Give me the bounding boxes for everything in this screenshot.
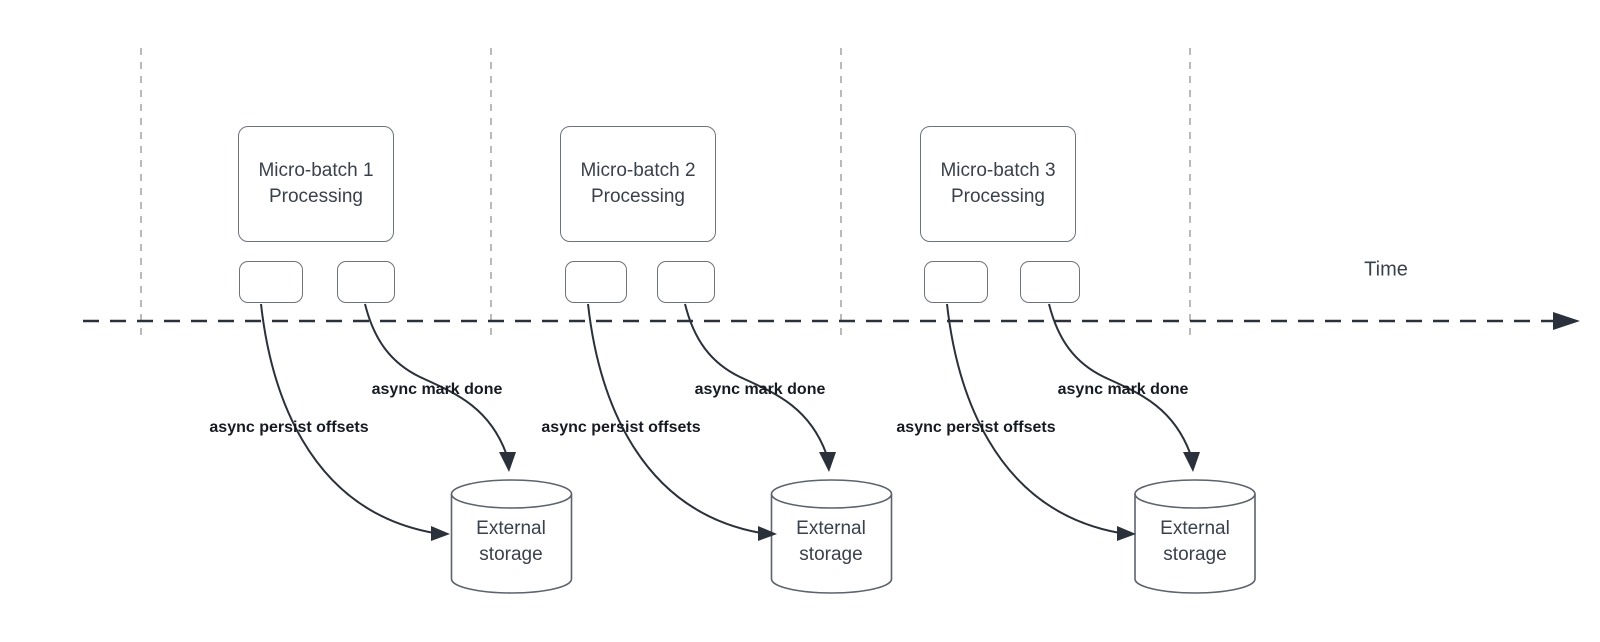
micro-batch-1-processing-node: Micro-batch 1 Processing <box>238 126 394 242</box>
time-axis-label: Time <box>1364 258 1408 281</box>
batch-2-done-source-box <box>657 261 715 303</box>
batch-3-storage-line1: External <box>1160 518 1230 539</box>
time-axis <box>83 312 1580 330</box>
persist-connector-1 <box>260 303 450 541</box>
batch-3-storage-label: External storage <box>1160 516 1230 568</box>
micro-batch-2-title-line2: Processing <box>590 186 685 207</box>
lane-dividers <box>140 48 1191 336</box>
done-arrowhead-icon <box>819 452 836 472</box>
done-connector-2 <box>684 303 836 472</box>
batch-2-persist-source-box <box>565 261 627 303</box>
micro-batch-2-processing-node: Micro-batch 2 Processing <box>560 126 716 242</box>
batch-2-persist-label: async persist offsets <box>541 419 701 436</box>
storage-cylinder-2 <box>770 479 893 594</box>
done-arrowhead-icon <box>499 452 516 472</box>
batch-3-done-source-box <box>1020 261 1080 303</box>
storage-cylinder-1 <box>450 479 573 594</box>
batch-3-persist-label: async persist offsets <box>896 419 1056 436</box>
persist-arrowhead-icon <box>758 526 777 541</box>
micro-batch-3-title-line1: Micro-batch 3 <box>940 160 1056 181</box>
batch-1-done-label: async mark done <box>371 381 503 398</box>
batch-3-persist-source-box <box>924 261 988 303</box>
done-arrowhead-icon <box>1183 452 1200 472</box>
batch-2-storage-line2: storage <box>799 544 863 565</box>
micro-batch-3-processing-node: Micro-batch 3 Processing <box>920 126 1076 242</box>
batch-2-storage-line1: External <box>796 518 866 539</box>
persist-connector-3 <box>946 303 1136 541</box>
batch-1-persist-label: async persist offsets <box>209 419 369 436</box>
persist-arrowhead-icon <box>1117 526 1136 541</box>
micro-batch-3-title-line2: Processing <box>950 186 1045 207</box>
batch-1-storage-line2: storage <box>479 544 543 565</box>
persist-arrowhead-icon <box>431 526 450 541</box>
batch-1-storage-label: External storage <box>476 516 546 568</box>
done-connector-1 <box>364 303 516 472</box>
micro-batch-1-title-line1: Micro-batch 1 <box>258 160 374 181</box>
batch-1-storage-line1: External <box>476 518 546 539</box>
done-connector-3 <box>1048 303 1200 472</box>
batch-3-done-label: async mark done <box>1057 381 1189 398</box>
micro-batch-1-title-line2: Processing <box>268 186 363 207</box>
batch-1-done-source-box <box>337 261 395 303</box>
time-axis-arrowhead-icon <box>1553 312 1580 330</box>
batch-3-storage-line2: storage <box>1163 544 1227 565</box>
storage-cylinders <box>450 479 1256 594</box>
micro-batch-2-title-line1: Micro-batch 2 <box>580 160 696 181</box>
batch-1-persist-source-box <box>239 261 303 303</box>
storage-cylinder-3 <box>1134 479 1256 594</box>
batch-2-done-label: async mark done <box>694 381 826 398</box>
batch-2-storage-label: External storage <box>796 516 866 568</box>
persist-connector-2 <box>587 303 777 541</box>
